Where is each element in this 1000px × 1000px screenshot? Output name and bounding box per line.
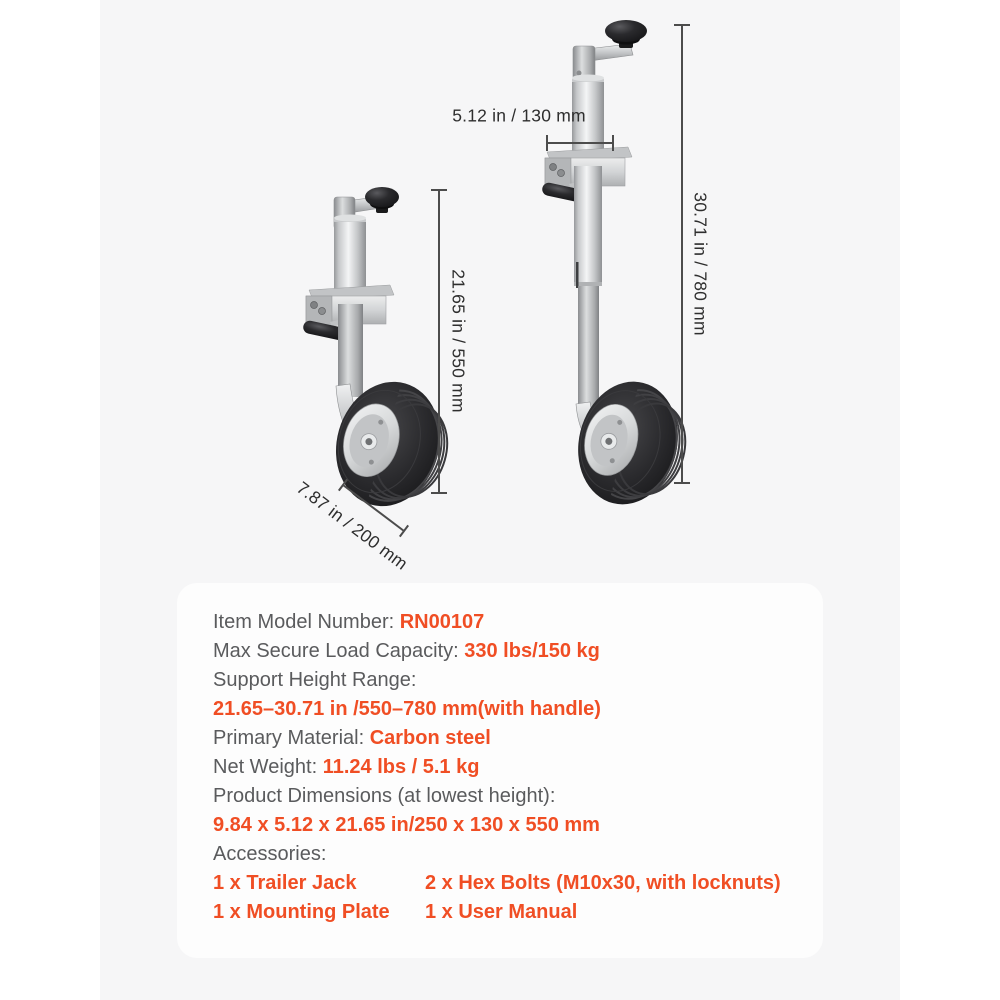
spec-panel: Item Model Number: RN00107 Max Secure Lo… <box>177 583 823 958</box>
dimension-lines <box>338 24 690 538</box>
accessory-mounting-plate: 1 x Mounting Plate <box>213 901 390 923</box>
jack-right-extended <box>542 20 687 505</box>
spec-net-weight: Net Weight: 11.24 lbs / 5.1 kg <box>213 753 787 782</box>
spec-accessories-label: Accessories: <box>213 843 327 865</box>
spec-height-range-label: Support Height Range: <box>213 669 417 691</box>
accessory-hex-bolts: 2 x Hex Bolts (M10x30, with locknuts) <box>425 872 781 894</box>
spec-load-capacity: Max Secure Load Capacity: 330 lbs/150 kg <box>213 637 787 666</box>
spec-load-capacity-value: 330 lbs/150 kg <box>464 640 600 662</box>
spec-dimensions-label: Product Dimensions (at lowest height): <box>213 785 556 807</box>
jack-left-compact <box>303 187 449 507</box>
accessories-row-2: 1 x Mounting Plate 1 x User Manual <box>213 898 787 927</box>
spec-dimensions-value: 9.84 x 5.12 x 21.65 in/250 x 130 x 550 m… <box>213 814 600 836</box>
spec-net-weight-label: Net Weight: <box>213 756 323 778</box>
dim-label-right-height: 30.71 in / 780 mm <box>690 192 711 336</box>
spec-net-weight-value: 11.24 lbs / 5.1 kg <box>322 756 480 778</box>
accessory-user-manual: 1 x User Manual <box>425 901 578 923</box>
spec-material: Primary Material: Carbon steel <box>213 724 787 753</box>
spec-height-range-value: 21.65–30.71 in /550–780 mm(with handle) <box>213 698 601 720</box>
spec-load-capacity-label: Max Secure Load Capacity: <box>213 640 465 662</box>
spec-model-label: Item Model Number: <box>213 611 400 633</box>
dim-label-clamp-width: 5.12 in / 130 mm <box>452 105 586 126</box>
product-illustration-area: 5.12 in / 130 mm 21.65 in / 550 mm 30.71… <box>293 20 711 574</box>
spec-material-label: Primary Material: <box>213 727 370 749</box>
spec-model-value: RN00107 <box>399 611 485 633</box>
accessory-trailer-jack: 1 x Trailer Jack <box>213 872 357 894</box>
dim-label-left-height: 21.65 in / 550 mm <box>448 269 469 413</box>
spec-model: Item Model Number: RN00107 <box>213 608 787 637</box>
trailer-jack-illustration <box>303 20 690 538</box>
spec-material-value: Carbon steel <box>369 727 491 749</box>
accessories-row-1: 1 x Trailer Jack 2 x Hex Bolts (M10x30, … <box>213 869 787 898</box>
